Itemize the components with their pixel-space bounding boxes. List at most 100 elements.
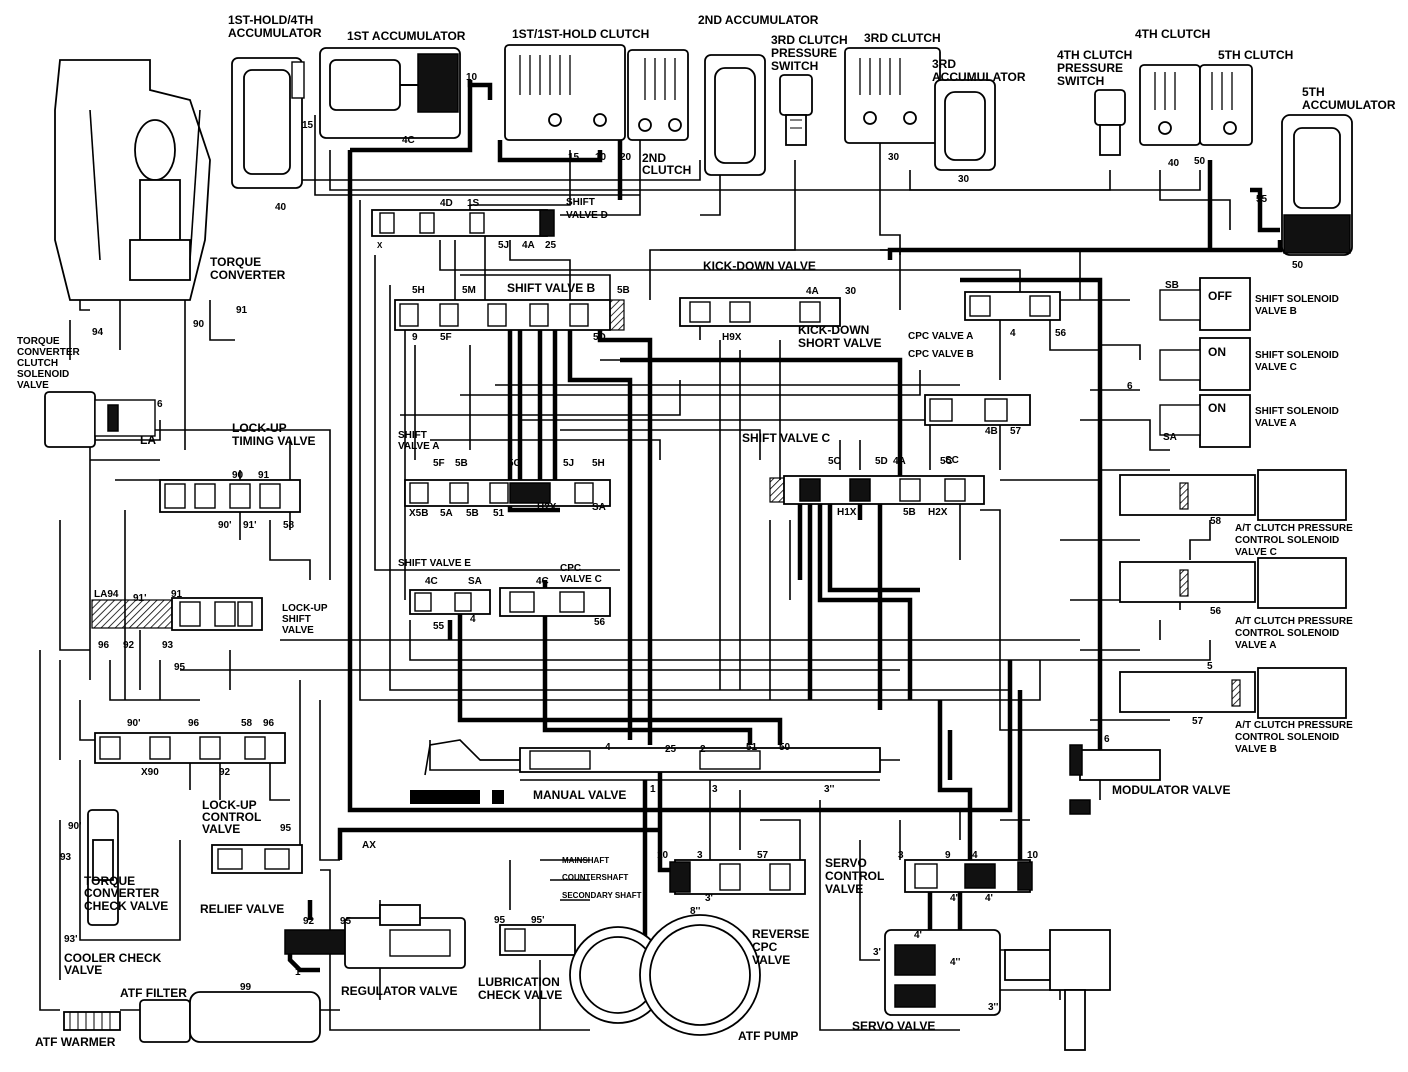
manual-valve bbox=[410, 739, 881, 804]
svg-text:5C: 5C bbox=[940, 456, 953, 467]
svg-text:SHIFT SOLENOID: SHIFT SOLENOID bbox=[1255, 350, 1339, 361]
svg-text:56: 56 bbox=[1210, 606, 1222, 617]
svg-text:93: 93 bbox=[60, 852, 72, 863]
svg-text:SA: SA bbox=[592, 502, 606, 513]
svg-text:50: 50 bbox=[779, 742, 791, 753]
svg-text:56: 56 bbox=[594, 617, 606, 628]
svg-text:CONTROL SOLENOID: CONTROL SOLENOID bbox=[1235, 535, 1339, 546]
component-labels: 1ST-HOLD/4TH ACCUMULATOR 1ST ACCUMULATOR… bbox=[17, 13, 1396, 1049]
svg-text:LOCK-UP: LOCK-UP bbox=[282, 603, 328, 614]
svg-text:H9X: H9X bbox=[722, 332, 742, 343]
svg-text:50: 50 bbox=[1194, 156, 1206, 167]
svg-text:5H: 5H bbox=[592, 458, 605, 469]
at-clutch-solenoid-a bbox=[1119, 557, 1347, 609]
svg-text:3': 3' bbox=[705, 893, 713, 904]
svg-text:5C: 5C bbox=[828, 456, 841, 467]
shift-valve-b bbox=[394, 299, 625, 331]
svg-text:COOLER CHECK: COOLER CHECK bbox=[64, 951, 162, 965]
svg-text:25: 25 bbox=[545, 240, 557, 251]
svg-text:4: 4 bbox=[470, 614, 476, 625]
svg-text:CONTROL: CONTROL bbox=[202, 810, 261, 824]
svg-text:5M: 5M bbox=[462, 285, 476, 296]
svg-text:SHIFT SOLENOID: SHIFT SOLENOID bbox=[1255, 294, 1339, 305]
torque-converter-check-valve bbox=[87, 809, 119, 926]
shift-valve-e bbox=[409, 589, 491, 615]
svg-text:90': 90' bbox=[127, 718, 141, 729]
svg-text:X90: X90 bbox=[141, 767, 159, 778]
svg-text:91: 91 bbox=[236, 305, 248, 316]
at-clutch-solenoid-b bbox=[1119, 667, 1347, 719]
svg-text:56: 56 bbox=[1055, 328, 1067, 339]
svg-text:ATF WARMER: ATF WARMER bbox=[35, 1035, 116, 1049]
svg-text:VALVE A: VALVE A bbox=[1235, 640, 1276, 651]
svg-text:OFF: OFF bbox=[1208, 289, 1232, 303]
lock-up-shift-valve bbox=[91, 597, 263, 631]
svg-text:5B: 5B bbox=[903, 507, 916, 518]
svg-text:SHIFT: SHIFT bbox=[566, 197, 595, 208]
svg-text:4C: 4C bbox=[536, 576, 549, 587]
svg-text:3': 3' bbox=[873, 947, 881, 958]
svg-text:92: 92 bbox=[123, 640, 135, 651]
torque-converter-clutch-solenoid bbox=[44, 391, 156, 448]
cpc-valve-c bbox=[499, 587, 611, 617]
svg-text:CPC: CPC bbox=[560, 563, 581, 574]
svg-text:5B: 5B bbox=[455, 458, 468, 469]
svg-text:VALVE C: VALVE C bbox=[1235, 547, 1277, 558]
svg-text:CLUTCH: CLUTCH bbox=[17, 358, 58, 369]
svg-text:40: 40 bbox=[1168, 158, 1180, 169]
svg-text:VALVE: VALVE bbox=[202, 822, 240, 836]
svg-text:4TH CLUTCH: 4TH CLUTCH bbox=[1057, 48, 1132, 62]
svg-text:1ST-HOLD/4TH: 1ST-HOLD/4TH bbox=[228, 13, 313, 27]
svg-text:4: 4 bbox=[972, 850, 978, 861]
shift-valve-c bbox=[769, 475, 985, 505]
svg-text:3RD: 3RD bbox=[932, 57, 956, 71]
svg-text:TORQUE: TORQUE bbox=[17, 336, 60, 347]
svg-text:2ND ACCUMULATOR: 2ND ACCUMULATOR bbox=[698, 13, 819, 27]
clutch-5th bbox=[1199, 64, 1253, 146]
torque-converter bbox=[54, 59, 211, 301]
svg-text:3: 3 bbox=[697, 850, 703, 861]
svg-text:MANUAL VALVE: MANUAL VALVE bbox=[533, 788, 626, 802]
svg-text:SHIFT: SHIFT bbox=[282, 614, 311, 625]
svg-text:A/T CLUTCH PRESSURE: A/T CLUTCH PRESSURE bbox=[1235, 523, 1353, 534]
svg-text:TIMING VALVE: TIMING VALVE bbox=[232, 434, 316, 448]
svg-text:SHIFT SOLENOID: SHIFT SOLENOID bbox=[1255, 406, 1339, 417]
svg-text:CHECK VALVE: CHECK VALVE bbox=[84, 899, 168, 913]
svg-text:95: 95 bbox=[174, 662, 186, 673]
svg-text:SHIFT: SHIFT bbox=[398, 430, 427, 441]
svg-text:51: 51 bbox=[493, 508, 505, 519]
svg-text:58: 58 bbox=[241, 718, 253, 729]
shift-solenoid-valve-b bbox=[1159, 277, 1251, 331]
svg-text:4C: 4C bbox=[402, 135, 415, 146]
svg-text:55: 55 bbox=[433, 621, 445, 632]
svg-text:REVERSE: REVERSE bbox=[752, 927, 809, 941]
svg-text:9: 9 bbox=[945, 850, 951, 861]
svg-text:SC: SC bbox=[945, 455, 959, 466]
svg-text:95: 95 bbox=[280, 823, 292, 834]
svg-text:1ST ACCUMULATOR: 1ST ACCUMULATOR bbox=[347, 29, 466, 43]
shift-solenoid-valve-a bbox=[1159, 394, 1251, 448]
svg-text:5F: 5F bbox=[433, 458, 445, 469]
svg-text:90: 90 bbox=[193, 319, 205, 330]
svg-text:ON: ON bbox=[1208, 345, 1226, 359]
svg-text:25: 25 bbox=[665, 744, 677, 755]
svg-text:CONVERTER: CONVERTER bbox=[17, 347, 81, 358]
svg-text:90': 90' bbox=[218, 520, 232, 531]
svg-text:93': 93' bbox=[64, 934, 78, 945]
svg-text:10: 10 bbox=[595, 152, 607, 163]
svg-text:5B: 5B bbox=[466, 508, 479, 519]
modulator-valve bbox=[1069, 744, 1161, 815]
svg-text:93: 93 bbox=[162, 640, 174, 651]
svg-text:95: 95 bbox=[494, 915, 506, 926]
svg-text:SWITCH: SWITCH bbox=[771, 59, 818, 73]
svg-text:CONTROL SOLENOID: CONTROL SOLENOID bbox=[1235, 732, 1339, 743]
svg-text:A/T CLUTCH PRESSURE: A/T CLUTCH PRESSURE bbox=[1235, 616, 1353, 627]
svg-text:10: 10 bbox=[657, 850, 669, 861]
svg-text:CPC: CPC bbox=[752, 940, 778, 954]
accumulator-1st bbox=[319, 47, 461, 139]
svg-text:1ST/1ST-HOLD CLUTCH: 1ST/1ST-HOLD CLUTCH bbox=[512, 27, 649, 41]
svg-text:H2X: H2X bbox=[928, 507, 948, 518]
svg-text:SECONDARY SHAFT: SECONDARY SHAFT bbox=[562, 891, 642, 900]
at-clutch-solenoid-c bbox=[1119, 469, 1347, 521]
svg-text:58: 58 bbox=[1210, 516, 1222, 527]
